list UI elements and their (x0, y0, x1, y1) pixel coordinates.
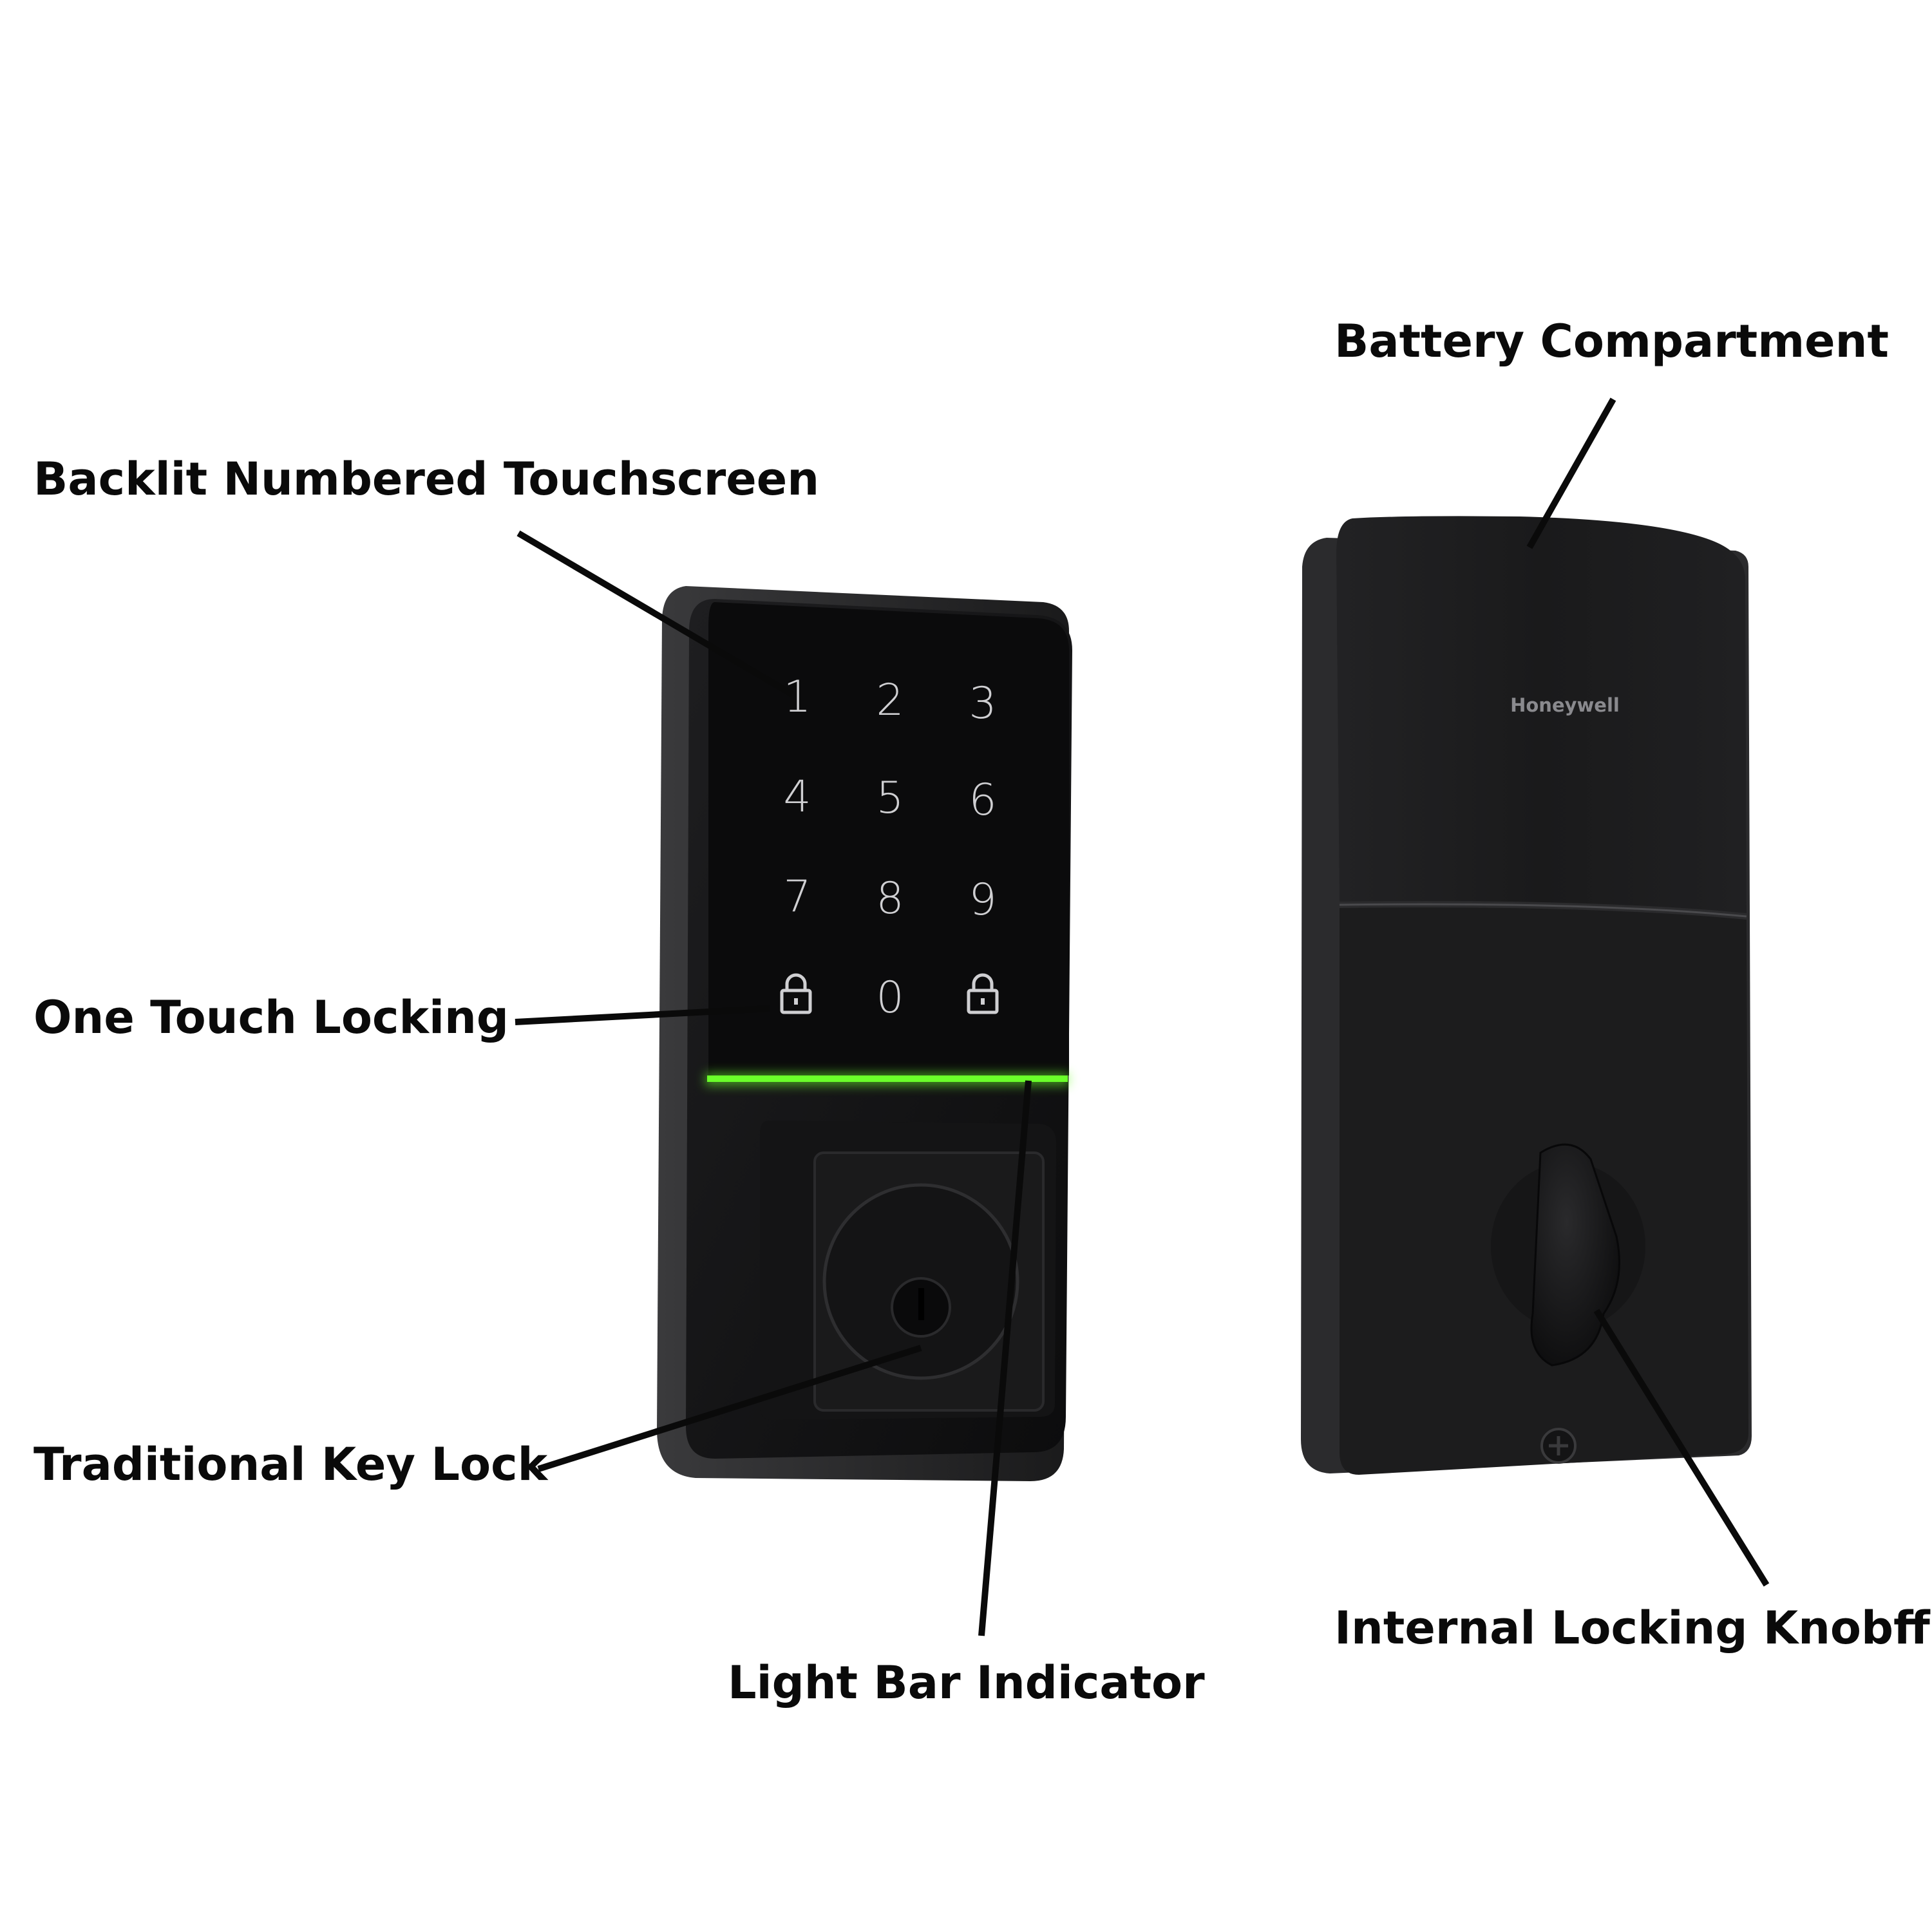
battery-compartment-cover (1336, 516, 1747, 913)
keypad-key-9[interactable]: 9 (969, 875, 996, 925)
keypad-key-8[interactable]: 8 (876, 873, 904, 924)
keypad-key-4[interactable]: 4 (783, 772, 811, 822)
keypad-key-5[interactable]: 5 (876, 773, 904, 824)
light-bar (707, 1075, 1068, 1082)
label-battery-compartment: Battery Compartment (1334, 315, 1889, 368)
label-one-touch-locking: One Touch Locking (33, 991, 509, 1044)
keypad-key-0[interactable]: 0 (876, 972, 904, 1023)
callout-line-touchscreen (516, 530, 794, 697)
label-internal-locking-knob: Internal Locking Knobff (1334, 1602, 1931, 1654)
callout-line-one-touch (515, 1005, 770, 1025)
callout-line-key-lock (537, 1345, 922, 1472)
lock-icon[interactable] (967, 973, 999, 1014)
brand-logo: Honeywell (1510, 694, 1620, 716)
keypad-key-3[interactable]: 3 (969, 678, 996, 729)
interior-unit (1301, 516, 1752, 1475)
label-light-bar-indicator: Light Bar Indicator (728, 1656, 1205, 1709)
keypad-key-6[interactable]: 6 (969, 775, 996, 826)
callout-line-knob (1593, 1309, 1770, 1587)
touchscreen-panel (708, 602, 1069, 1082)
keypad-key-1[interactable]: 1 (783, 672, 811, 723)
keypad-key-2[interactable]: 2 (876, 675, 904, 726)
callout-line-battery (1526, 397, 1616, 549)
callout-lines (515, 397, 1770, 1636)
cover-seam (1339, 903, 1747, 918)
keypad-key-7[interactable]: 7 (783, 871, 811, 922)
label-traditional-key-lock: Traditional Key Lock (33, 1438, 549, 1491)
lock-icon[interactable] (780, 973, 812, 1014)
keyway[interactable] (918, 1288, 924, 1320)
label-backlit-touchscreen: Backlit Numbered Touchscreen (33, 453, 819, 506)
callout-line-light-bar (978, 1080, 1032, 1636)
exterior-keypad-unit (657, 586, 1072, 1481)
keypad: 1 2 3 4 5 6 7 8 9 0 (783, 672, 996, 1023)
